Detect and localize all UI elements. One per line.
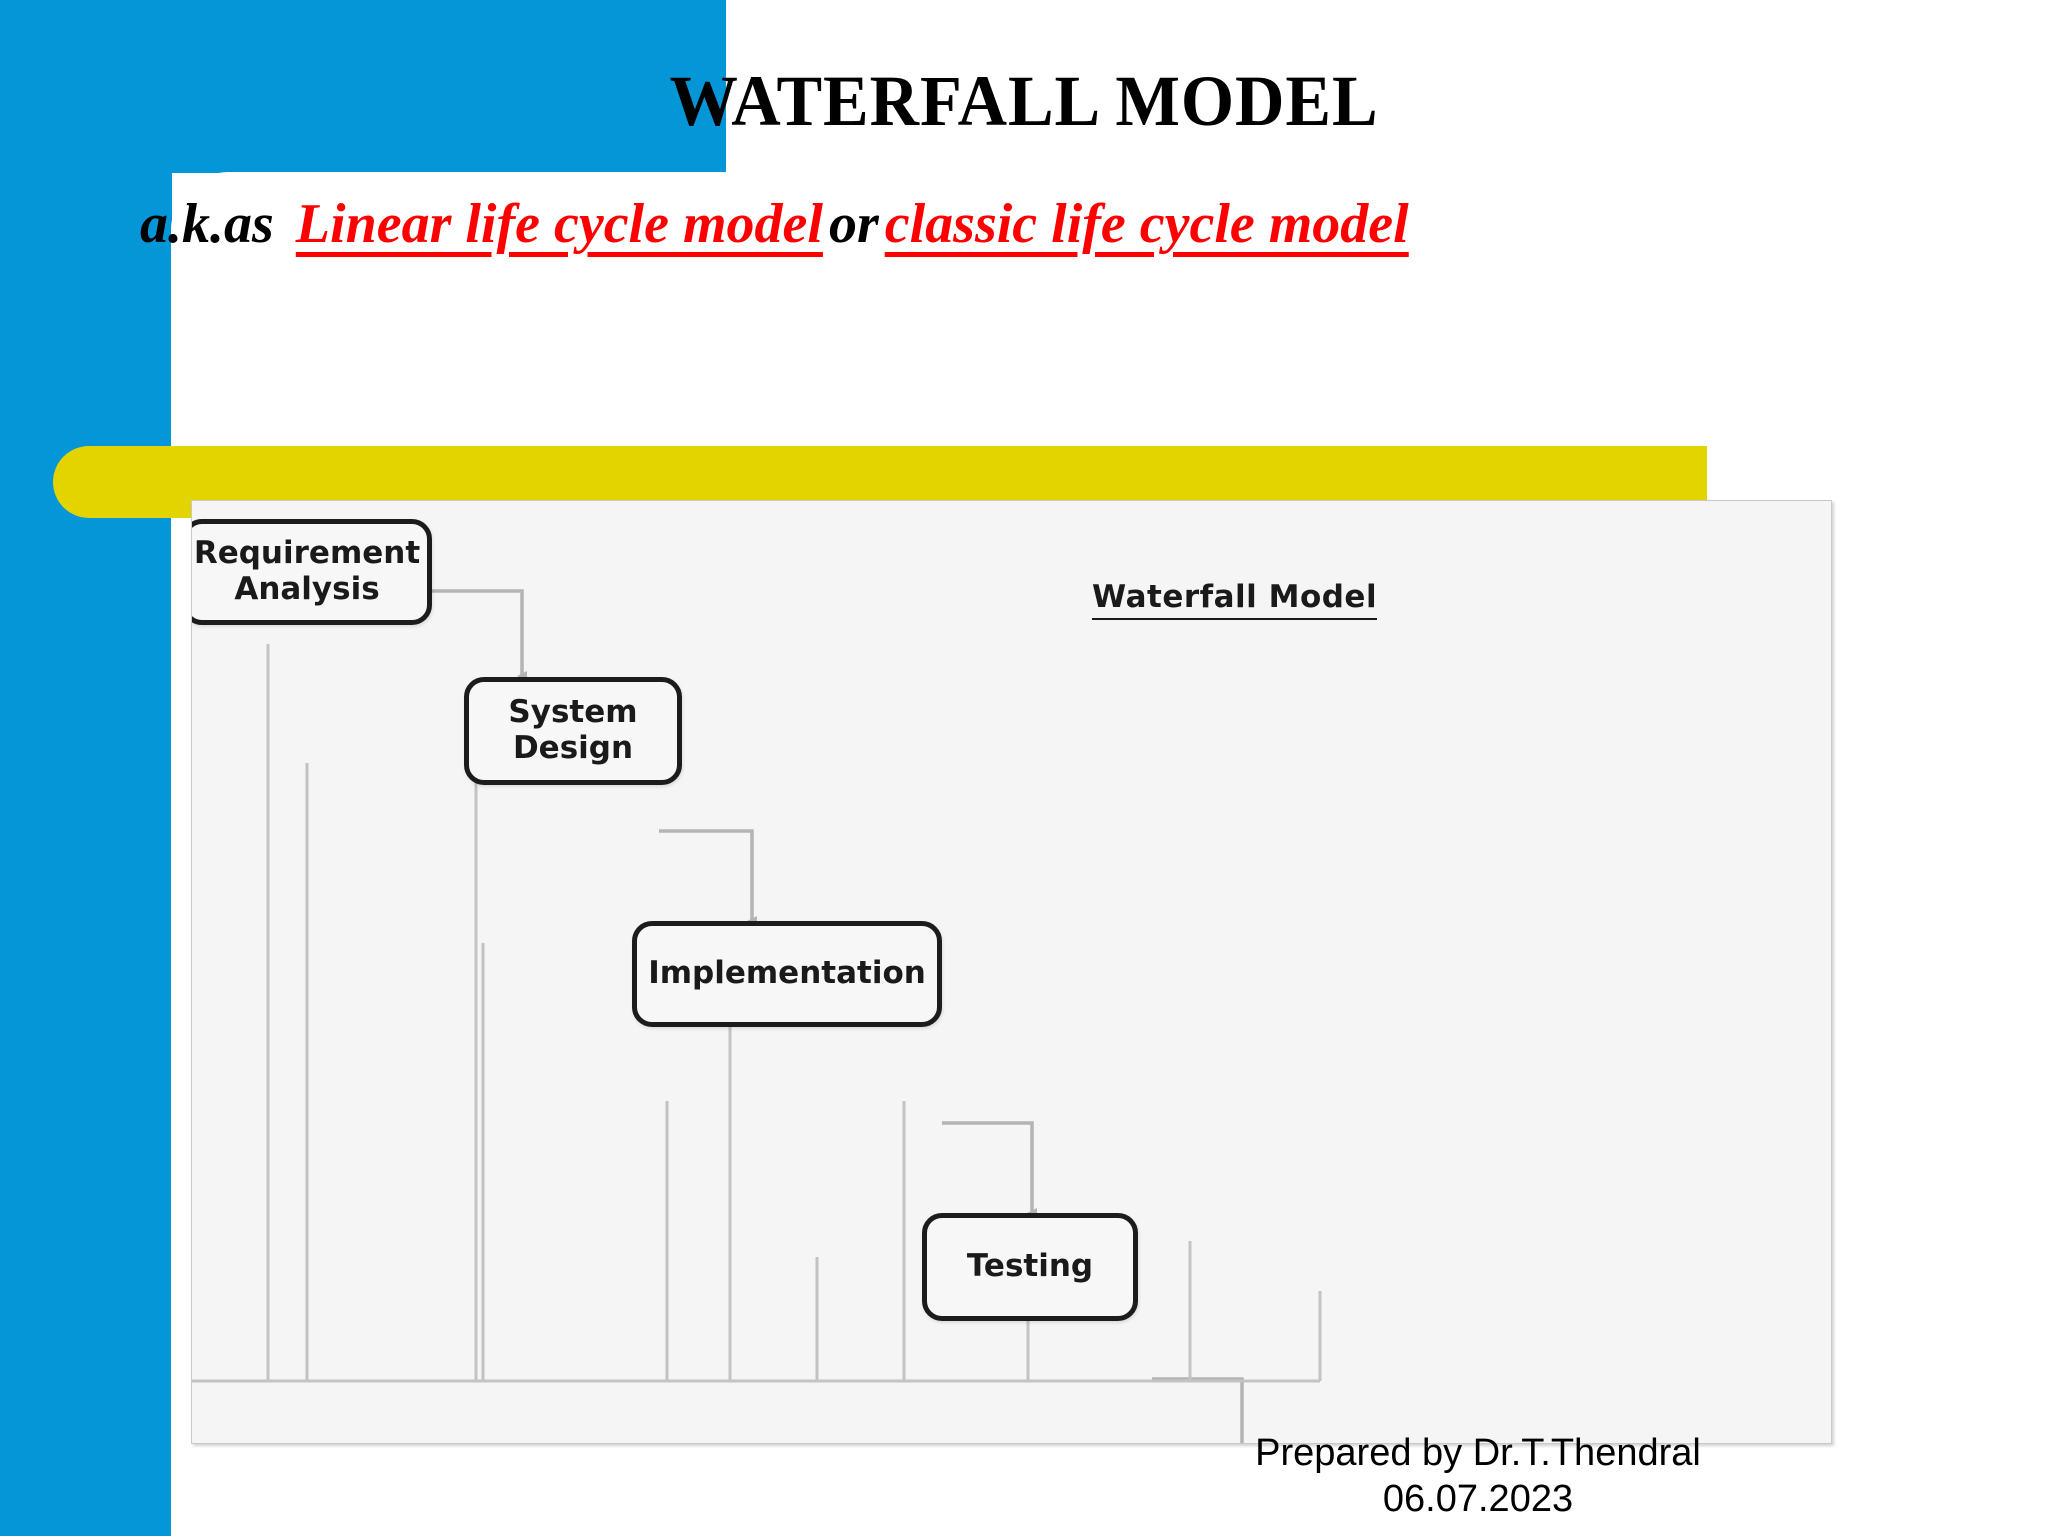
stage-box-testing[interactable]: Testing	[922, 1213, 1138, 1321]
stage-box-requirement-analysis[interactable]: Requirement Analysis	[192, 519, 432, 625]
stage-label-line2: Analysis	[234, 571, 380, 607]
stage-label-line1: System	[508, 694, 638, 731]
stage-box-system-design[interactable]: System Design	[464, 677, 682, 785]
stage-label-line2: Design	[512, 730, 634, 766]
date-text: 06.07.2023	[1382, 1478, 1574, 1521]
page-title: WATERFALL MODEL	[669, 61, 1379, 141]
subtitle-conjunction: or	[828, 193, 879, 255]
footer-credit: Prepared by Dr.T.Thendral 06.07.2023	[1128, 1430, 1828, 1523]
subtitle-prefix: a.k.as	[140, 193, 274, 255]
diagram-inner: Waterfall Model	[192, 501, 1831, 1443]
subtitle-alt-name-2: classic life cycle model	[884, 193, 1409, 255]
subtitle-alt-name-1: Linear life cycle model	[295, 193, 823, 255]
prepared-by-text: Prepared by Dr.T.Thendral	[1255, 1432, 1701, 1474]
stage-label-line1: Requirement	[193, 535, 421, 572]
stage-label-line1: Testing	[966, 1248, 1094, 1285]
waterfall-diagram-image: Waterfall Model	[191, 500, 1832, 1444]
diagram-caption: Waterfall Model	[1092, 579, 1378, 620]
blue-sidebar-strip	[0, 0, 172, 1536]
stage-box-implementation[interactable]: Implementation	[632, 921, 942, 1027]
stage-label-line1: Implementation	[648, 955, 926, 992]
